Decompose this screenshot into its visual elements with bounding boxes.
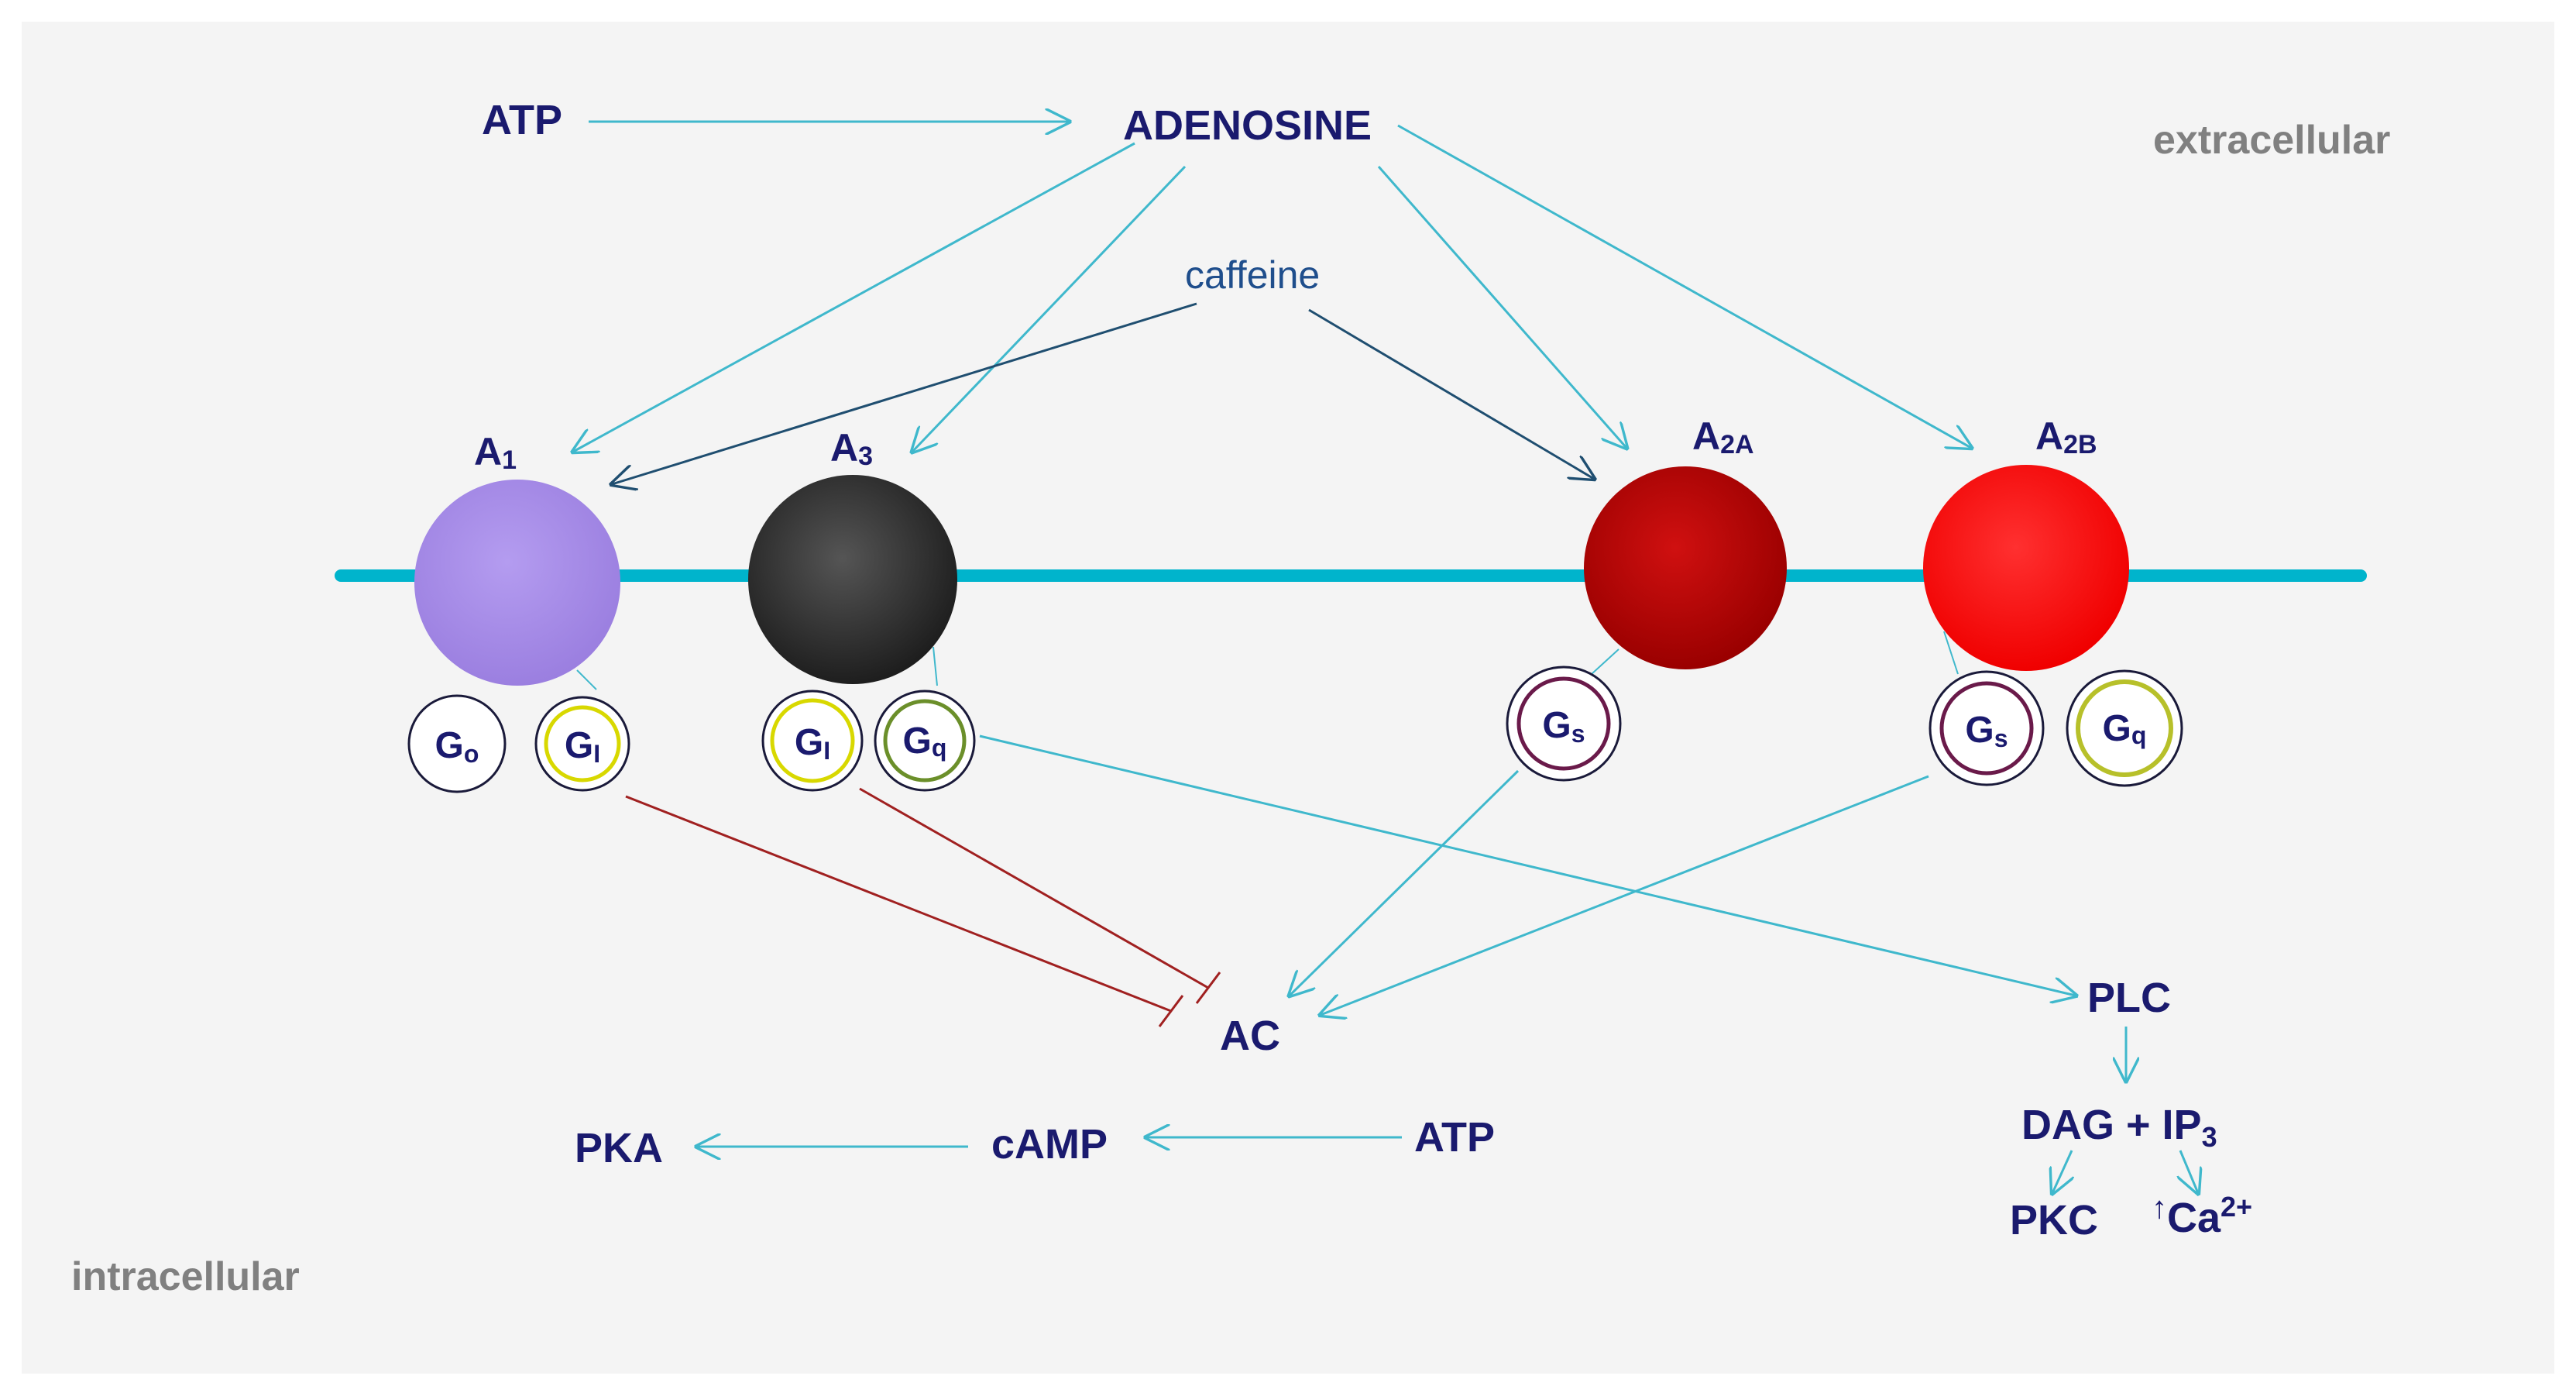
inhibit-gi-a1-ac <box>625 795 1172 1013</box>
a1-sub: 1 <box>502 445 517 475</box>
a3-main: A <box>830 426 858 469</box>
g-protein-gs-a2a <box>1506 666 1622 782</box>
gi-a1-label: GI <box>565 725 600 768</box>
a1-label: A1 <box>474 430 517 475</box>
a3-label: A3 <box>830 426 873 471</box>
receptor-g-connectors <box>576 631 1959 690</box>
gq-a3-label: Gq <box>903 721 947 762</box>
calcium-sup: 2+ <box>2221 1191 2252 1223</box>
plc-label: PLC <box>2087 975 2171 1021</box>
g-protein-gq-a2b <box>2066 669 2183 787</box>
arrow-caffeine-to-a1 <box>612 302 1197 484</box>
gi-a3-sub: I <box>823 737 830 765</box>
pkc-label: PKC <box>2010 1197 2098 1243</box>
atp-extracellular-label: ATP <box>482 97 562 143</box>
go-a1-label: Go <box>435 725 479 768</box>
arrow-adenosine-to-a2a <box>1377 166 1626 448</box>
inhibit-bar-a3 <box>1195 972 1221 1004</box>
a2a-label: A2A <box>1692 414 1754 459</box>
a2b-main: A <box>2035 414 2063 458</box>
extracellular-label: extracellular <box>2153 118 2390 163</box>
gs-a2b-sub: s <box>1994 724 2008 752</box>
calcium-up-arrow: ↑ <box>2152 1191 2167 1225</box>
receptor-a2a <box>1584 466 1787 669</box>
gs-a2b-label: Gs <box>1965 710 2008 752</box>
a2b-label: A2B <box>2035 414 2097 459</box>
gs-a2a-main: G <box>1542 705 1571 746</box>
gq-a3-sub: q <box>932 734 947 762</box>
receptor-a1 <box>414 480 620 686</box>
dag-ip3-label: DAG + IP3 <box>2021 1102 2217 1153</box>
g-protein-gs-a2b <box>1929 670 2045 786</box>
gq-a2b-label: Gq <box>2103 708 2147 749</box>
caffeine-arrows <box>612 302 1594 484</box>
gq-a2b-main: G <box>2103 708 2131 749</box>
g-protein-gq-a3 <box>874 690 976 792</box>
gq-a2b-sub: q <box>2131 721 2147 749</box>
a2a-sub: 2A <box>1720 430 1753 459</box>
atp-intracellular-label: ATP <box>1414 1114 1495 1161</box>
g-protein-go-a1 <box>407 694 507 793</box>
arrow-dag-to-pkc <box>2052 1150 2072 1193</box>
a2a-main: A <box>1692 414 1720 458</box>
arrow-gq-to-plc <box>979 734 2076 996</box>
inhibition-lines <box>625 787 1221 1027</box>
a2b-sub: 2B <box>2063 430 2097 459</box>
activation-arrows <box>573 122 2198 1193</box>
a3-sub: 3 <box>858 442 873 471</box>
calcium-main: Ca <box>2167 1195 2221 1241</box>
arrow-gs-a2a-to-ac <box>1290 769 1520 996</box>
go-a1-main: G <box>435 725 464 766</box>
camp-label: cAMP <box>991 1121 1108 1168</box>
receptor-a3 <box>748 475 957 684</box>
gi-a1-sub: I <box>593 740 600 768</box>
intracellular-label: intracellular <box>71 1254 300 1299</box>
gi-a3-label: GI <box>795 722 830 765</box>
a1-main: A <box>474 430 502 473</box>
g-protein-gi-a1 <box>534 696 630 792</box>
dag-ip3-sub: 3 <box>2202 1121 2217 1153</box>
gs-a2b-main: G <box>1965 710 1994 751</box>
arrow-ip3-to-ca <box>2180 1150 2198 1193</box>
gs-a2a-label: Gs <box>1542 705 1585 748</box>
arrow-adenosine-to-a3 <box>912 165 1187 452</box>
arrow-gs-a2b-to-ac <box>1321 775 1929 1015</box>
dag-ip3-main: DAG + IP <box>2021 1102 2202 1148</box>
gi-a1-main: G <box>565 725 593 766</box>
inhibit-bar-a1 <box>1158 995 1184 1027</box>
caffeine-label: caffeine <box>1185 253 1320 297</box>
gq-a3-main: G <box>903 721 932 762</box>
gi-a3-main: G <box>795 722 823 763</box>
inhibit-gi-a3-ac <box>859 787 1209 989</box>
calcium-label: ↑Ca2+ <box>2152 1191 2252 1241</box>
ac-label: AC <box>1220 1013 1280 1059</box>
receptor-a2b <box>1923 465 2129 671</box>
arrow-adenosine-to-a2b <box>1397 124 1971 448</box>
adenosine-label: ADENOSINE <box>1123 102 1372 149</box>
arrow-adenosine-to-a1 <box>573 142 1135 452</box>
g-protein-gi-a3 <box>761 690 864 792</box>
pka-label: PKA <box>575 1125 663 1171</box>
arrow-caffeine-to-a2a <box>1308 308 1594 479</box>
diagram-background <box>22 22 2554 1374</box>
go-a1-sub: o <box>464 740 479 768</box>
gs-a2a-sub: s <box>1571 720 1585 748</box>
